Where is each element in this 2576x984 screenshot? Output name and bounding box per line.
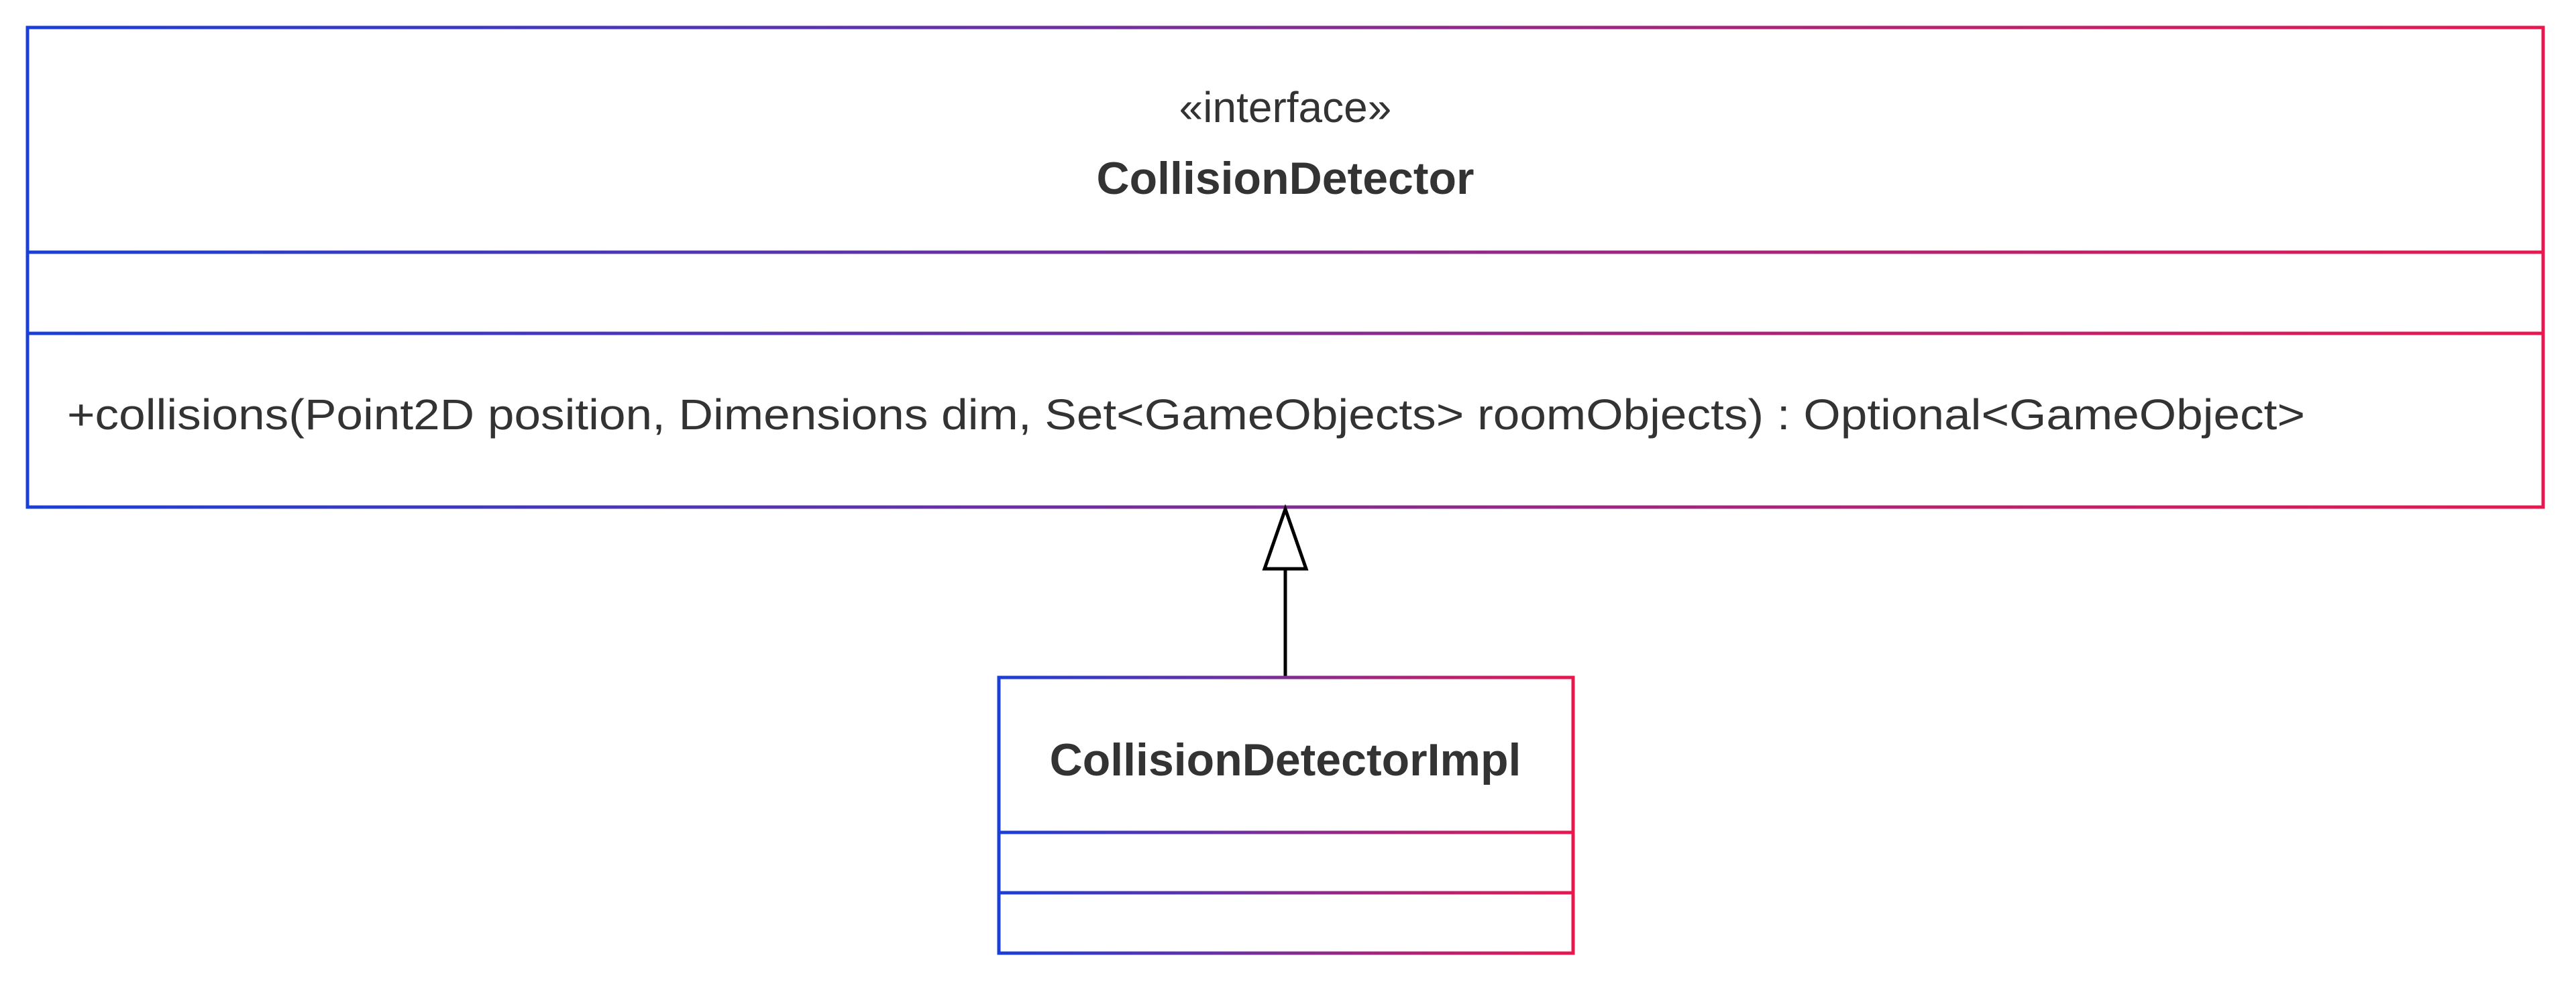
interface-class-name: CollisionDetector bbox=[1097, 153, 1474, 204]
impl-class-box[interactable]: CollisionDetectorImpl bbox=[997, 675, 1575, 955]
hollow-triangle-arrowhead-icon bbox=[1262, 504, 1309, 571]
interface-class-border bbox=[25, 25, 2545, 509]
impl-class-name: CollisionDetectorImpl bbox=[1050, 734, 1521, 785]
interface-stereotype: «interface» bbox=[1179, 83, 1392, 131]
interface-class-box[interactable]: «interface» CollisionDetector +collision… bbox=[25, 25, 2545, 509]
impl-class-border bbox=[997, 675, 1575, 955]
realization-connector bbox=[1262, 504, 1309, 677]
interface-method-collisions: +collisions(Point2D position, Dimensions… bbox=[67, 390, 2305, 439]
